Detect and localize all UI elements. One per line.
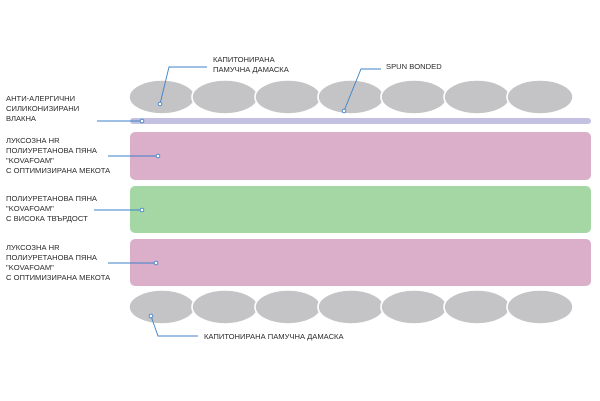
top-comfort-foam-leader-dot [155,153,161,159]
top-damask-quilt-7 [506,79,574,115]
firm-foam-leader-dot [139,207,145,213]
labels: КАПИТОНИРАНА ПАМУЧНА ДАМАСКА SPUN BONDED… [6,55,442,341]
spun-bonded-leader [343,68,381,112]
top-comfort-foam-label: ЛУКСОЗНА HR ПОЛИУРЕТАНОВА ПЯНА "KOVAFOAM… [6,136,111,175]
bottom-damask-quilt-7 [506,289,574,325]
spun-bonded-leader-dot [341,108,347,114]
top-damask-quilt-5 [380,79,448,115]
top-damask-label: КАПИТОНИРАНА ПАМУЧНА ДАМАСКА [213,55,290,74]
top-damask-quilt-6 [443,79,511,115]
bottom-damask-quilt-4 [317,289,385,325]
bottom-comfort-foam-layer [130,239,591,286]
spun-bonded-layer [130,118,591,124]
firm-foam-label: ПОЛИУРЕТАНОВА ПЯНА "KOVAFOAM" С ВИСОКА Т… [6,194,99,223]
top-comfort-foam-layer [130,132,591,180]
top-damask-quilt-4 [317,79,385,115]
spun-bonded-label: SPUN BONDED [386,62,442,71]
bottom-damask-quilt-1 [128,289,196,325]
bottom-damask-leader [150,315,198,337]
top-damask-leader [159,66,207,105]
top-damask-quilt-2 [191,79,259,115]
bottom-damask-quilt-2 [191,289,259,325]
firm-foam-layer [130,186,591,233]
bottom-damask-label: КАПИТОНИРАНА ПАМУЧНА ДАМАСКА [204,332,344,341]
bottom-damask-quilt-3 [254,289,322,325]
top-damask-quilt-3 [254,79,322,115]
fibers-leader-dot [139,118,145,124]
bottom-damask-quilt-6 [443,289,511,325]
bottom-comfort-foam-label: ЛУКСОЗНА HR ПОЛИУРЕТАНОВА ПЯНА "KOVAFOAM… [6,243,111,282]
bottom-damask-quilt-5 [380,289,448,325]
bottom-damask-leader-dot [148,313,154,319]
top-damask-layer [128,79,574,115]
bottom-comfort-foam-leader-dot [153,260,159,266]
bottom-damask-layer [128,289,574,325]
top-damask-leader-dot [157,101,163,107]
fibers-label: АНТИ-АЛЕРГИЧНИ СИЛИКОНИЗИРАНИ ВЛАКНА [6,94,81,123]
leader-lines [94,66,381,337]
